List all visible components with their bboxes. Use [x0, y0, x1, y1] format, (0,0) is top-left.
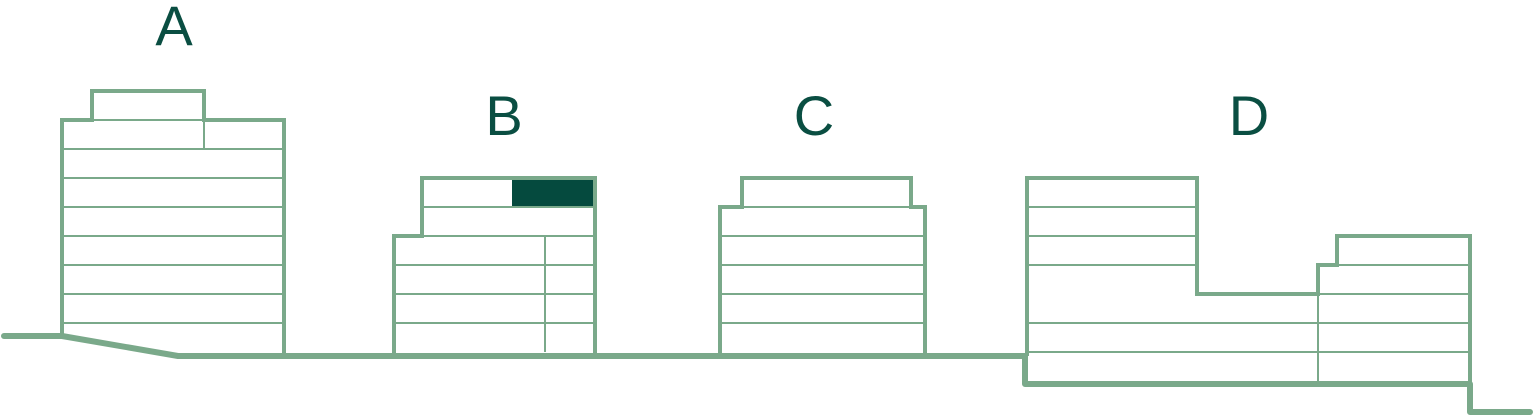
building-a-outline	[60, 89, 286, 354]
building-b-label: B	[485, 84, 522, 147]
building-b[interactable]: B	[392, 84, 597, 354]
building-a-floors	[62, 119, 284, 324]
building-c-outline	[718, 176, 927, 354]
building-a-label: A	[155, 0, 193, 57]
building-a[interactable]: A	[60, 0, 286, 354]
building-d-floors	[1027, 206, 1470, 382]
building-c[interactable]: C	[718, 84, 927, 354]
building-d[interactable]: D	[1025, 84, 1472, 384]
ground-line	[1, 333, 1533, 415]
building-d-label: D	[1229, 84, 1269, 147]
building-b-outline	[392, 176, 597, 354]
building-b-floors	[394, 206, 594, 352]
building-c-floors	[720, 206, 925, 324]
building-d-outline	[1025, 176, 1472, 384]
building-b-highlighted-unit[interactable]	[512, 179, 594, 206]
building-c-label: C	[794, 84, 834, 147]
